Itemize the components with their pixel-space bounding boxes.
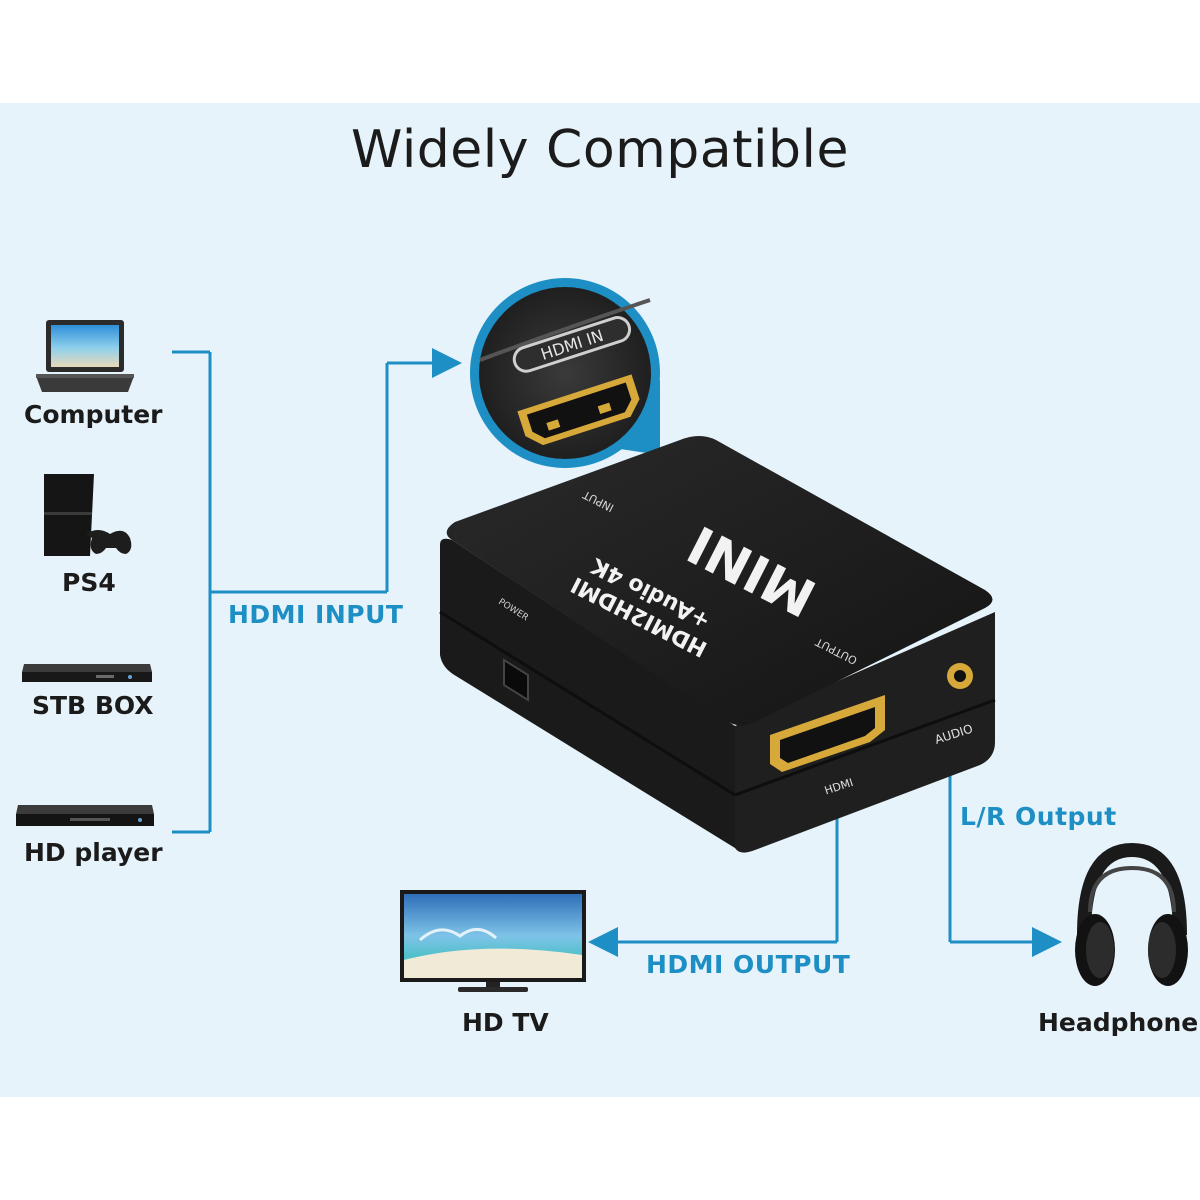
laptop-icon (36, 320, 134, 392)
ps4-console-icon (44, 474, 132, 556)
output-label-headphone: Headphone (1038, 1008, 1199, 1037)
audio-connector (948, 742, 1062, 957)
source-label-hd-player: HD player (24, 838, 163, 867)
hd-player-icon (16, 805, 154, 826)
power-port (503, 658, 529, 702)
set-top-box-icon (22, 664, 152, 682)
tv-icon (400, 890, 586, 992)
input-connector (172, 348, 462, 834)
source-label-computer: Computer (24, 400, 163, 429)
source-label-ps4: PS4 (62, 568, 116, 597)
output-label-hd-tv: HD TV (462, 1008, 549, 1037)
hdmi-output-label: HDMI OUTPUT (646, 950, 851, 979)
hdmi-in-zoom-bubble: HDMI IN (470, 278, 660, 468)
source-label-stb-box: STB BOX (32, 691, 154, 720)
headphone-icon (1075, 842, 1188, 986)
output-connector (588, 795, 839, 957)
hdmi-input-label: HDMI INPUT (228, 600, 404, 629)
lr-output-label: L/R Output (960, 802, 1117, 831)
page-title: Widely Compatible (351, 120, 849, 180)
hdmi-converter-device: MINI HDMI2HDMI +Audio 4K INPUT OUTPUT PO… (439, 436, 996, 853)
